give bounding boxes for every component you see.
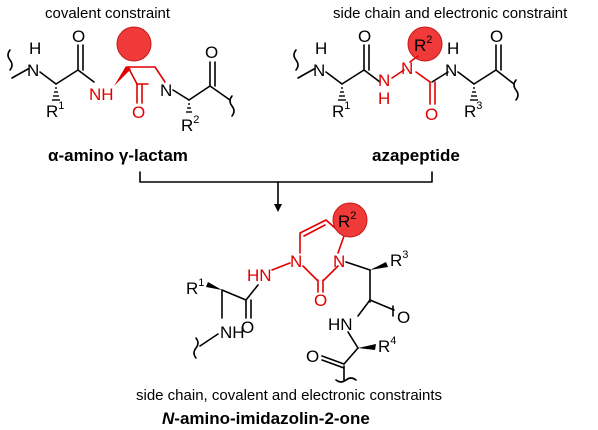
product-wavy-left xyxy=(193,337,199,359)
lactam-constraint-caption: covalent constraint xyxy=(45,5,171,22)
product-hn-red: HN xyxy=(247,266,272,285)
aza-name: azapeptide xyxy=(372,146,460,165)
lactam-name: α-amino γ-lactam xyxy=(48,146,188,165)
aza-constraint-caption: side chain and electronic constraint xyxy=(333,5,568,22)
product-name: N-amino-imidazolin-2-one xyxy=(162,409,370,428)
product-r4: R4 xyxy=(378,335,396,356)
product-o3: O xyxy=(306,347,319,366)
product-hn2: HN xyxy=(328,315,353,334)
aza-dash-r1 xyxy=(338,87,346,101)
lactam-o1: O xyxy=(72,27,85,46)
aza-wavy-end xyxy=(293,49,299,71)
lactam-dash-r1 xyxy=(52,87,60,101)
lactam-o2: O xyxy=(132,103,145,122)
product-o-red: O xyxy=(314,291,327,310)
product-r3: R3 xyxy=(390,249,408,270)
aza-h1: H xyxy=(315,39,327,58)
lactam-n1: N xyxy=(27,61,39,80)
azapeptide-structure: R2 H N R1 O H N N O H N xyxy=(293,26,519,124)
aza-dash-r3 xyxy=(470,87,478,101)
lactam-h1: H xyxy=(29,39,41,58)
aza-o2-red: O xyxy=(425,105,438,124)
aza-h2: H xyxy=(447,39,459,58)
product-wedge-r1 xyxy=(206,282,222,290)
product-wavy-bottom xyxy=(335,377,357,383)
aza-n2-red: N xyxy=(401,59,413,78)
lactam-wavy-end xyxy=(7,49,13,71)
product-r2: R2 xyxy=(338,210,356,231)
aza-n-red: N xyxy=(378,71,390,90)
lactam-dash-r2 xyxy=(186,103,192,113)
product-o1: O xyxy=(241,318,254,337)
lactam-nh: NH xyxy=(89,85,114,104)
product-structure: R2 N N O HN O R1 NH R3 O HN R4 xyxy=(186,202,410,383)
aza-r2: R2 xyxy=(414,34,432,55)
lactam-side-chain-sphere xyxy=(116,26,152,62)
aza-r1: R1 xyxy=(332,100,350,121)
product-wedge-r3 xyxy=(370,262,388,270)
lactam-structure: H N R1 O NH N O R2 xyxy=(7,26,235,135)
lactam-o3: O xyxy=(205,43,218,62)
lactam-wavy-end-right xyxy=(229,95,235,117)
aza-n3: N xyxy=(445,61,457,80)
aza-n1: N xyxy=(313,61,325,80)
product-wedge-r4 xyxy=(358,344,376,350)
product-n1: N xyxy=(290,252,302,271)
product-r1: R1 xyxy=(186,277,204,298)
arrow-head xyxy=(274,204,282,212)
aza-o1: O xyxy=(358,27,371,46)
product-nh1: NH xyxy=(220,323,245,342)
lactam-wedge xyxy=(114,66,131,86)
product-o2: O xyxy=(397,308,410,327)
aza-h-red: H xyxy=(378,89,390,108)
aza-side-chain-sphere xyxy=(407,26,443,62)
product-n2: N xyxy=(333,252,345,271)
aza-r3: R3 xyxy=(464,100,482,121)
product-side-chain-sphere xyxy=(332,202,368,238)
lactam-r1: R1 xyxy=(46,100,64,121)
product-constraints-caption: side chain, covalent and electronic cons… xyxy=(136,387,442,404)
aza-o3: O xyxy=(490,27,503,46)
lactam-n2: N xyxy=(160,81,172,100)
imidazolinone-ring xyxy=(299,219,345,254)
merge-arrow xyxy=(139,171,433,212)
aza-wavy-end-right xyxy=(513,79,519,101)
lactam-r2: R2 xyxy=(181,114,199,135)
